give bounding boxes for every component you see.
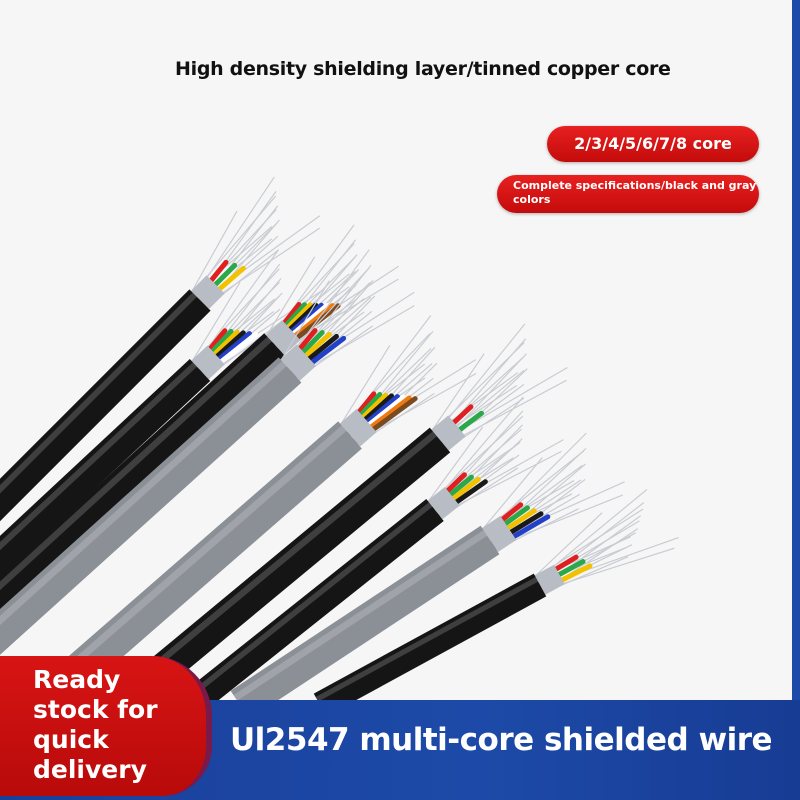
cable-highlight <box>315 577 539 702</box>
shield-strand <box>284 249 370 365</box>
shield-strand <box>536 489 648 581</box>
cable-highlight <box>31 425 347 701</box>
shield-strand <box>340 344 391 425</box>
cable-highlight <box>0 336 272 591</box>
stock-badge <box>0 656 212 796</box>
shield-strand <box>266 256 316 337</box>
shield-strand <box>191 282 241 362</box>
braided-shield <box>339 409 377 447</box>
cable-jacket <box>313 573 547 717</box>
cable-jacket <box>0 357 302 655</box>
shield-strand <box>204 227 321 306</box>
cable-jacket <box>0 289 211 522</box>
cable-highlight <box>0 362 197 551</box>
cable-highlight <box>183 502 433 702</box>
shield-strand <box>280 280 330 361</box>
braided-shield <box>280 344 317 381</box>
cable-jacket <box>0 359 211 577</box>
shield-strand <box>431 353 485 431</box>
shield-strand <box>438 450 562 516</box>
braided-shield <box>431 415 466 451</box>
spec-pill: Complete specifications/black and gray c… <box>497 175 759 213</box>
shield-strand <box>482 457 543 530</box>
shield-strand <box>534 512 603 577</box>
shield-strand <box>444 379 567 447</box>
braided-shield <box>427 486 460 520</box>
braided-shield <box>482 515 517 553</box>
stock-badge-text: Ready stock for quick delivery <box>33 665 158 784</box>
cable-jacket <box>0 333 286 619</box>
shield-strand <box>434 323 526 435</box>
cable-highlight <box>0 292 197 494</box>
blue-frame-edge <box>792 0 800 800</box>
headline: High density shielding layer/tinned copp… <box>175 58 671 80</box>
shield-strand <box>427 426 484 502</box>
shield-strand <box>294 305 415 377</box>
cable-jacket <box>230 525 500 720</box>
product-title: Ul2547 multi-core shielded wire <box>230 722 773 758</box>
braided-shield <box>265 320 301 356</box>
cable-jacket <box>181 499 444 716</box>
cable-highlight <box>233 530 488 701</box>
cable-highlight <box>0 361 287 626</box>
shield-strand <box>430 396 524 506</box>
braided-shield <box>190 275 225 310</box>
core-count-pill: 2/3/4/5/6/7/8 core <box>547 126 759 162</box>
braided-shield <box>534 564 565 595</box>
shield-strand <box>194 176 275 296</box>
cable-highlight <box>112 431 437 702</box>
shield-strand <box>542 547 675 591</box>
braided-shield <box>191 345 225 380</box>
shield-strand <box>194 249 280 366</box>
shield-strand <box>191 210 238 293</box>
